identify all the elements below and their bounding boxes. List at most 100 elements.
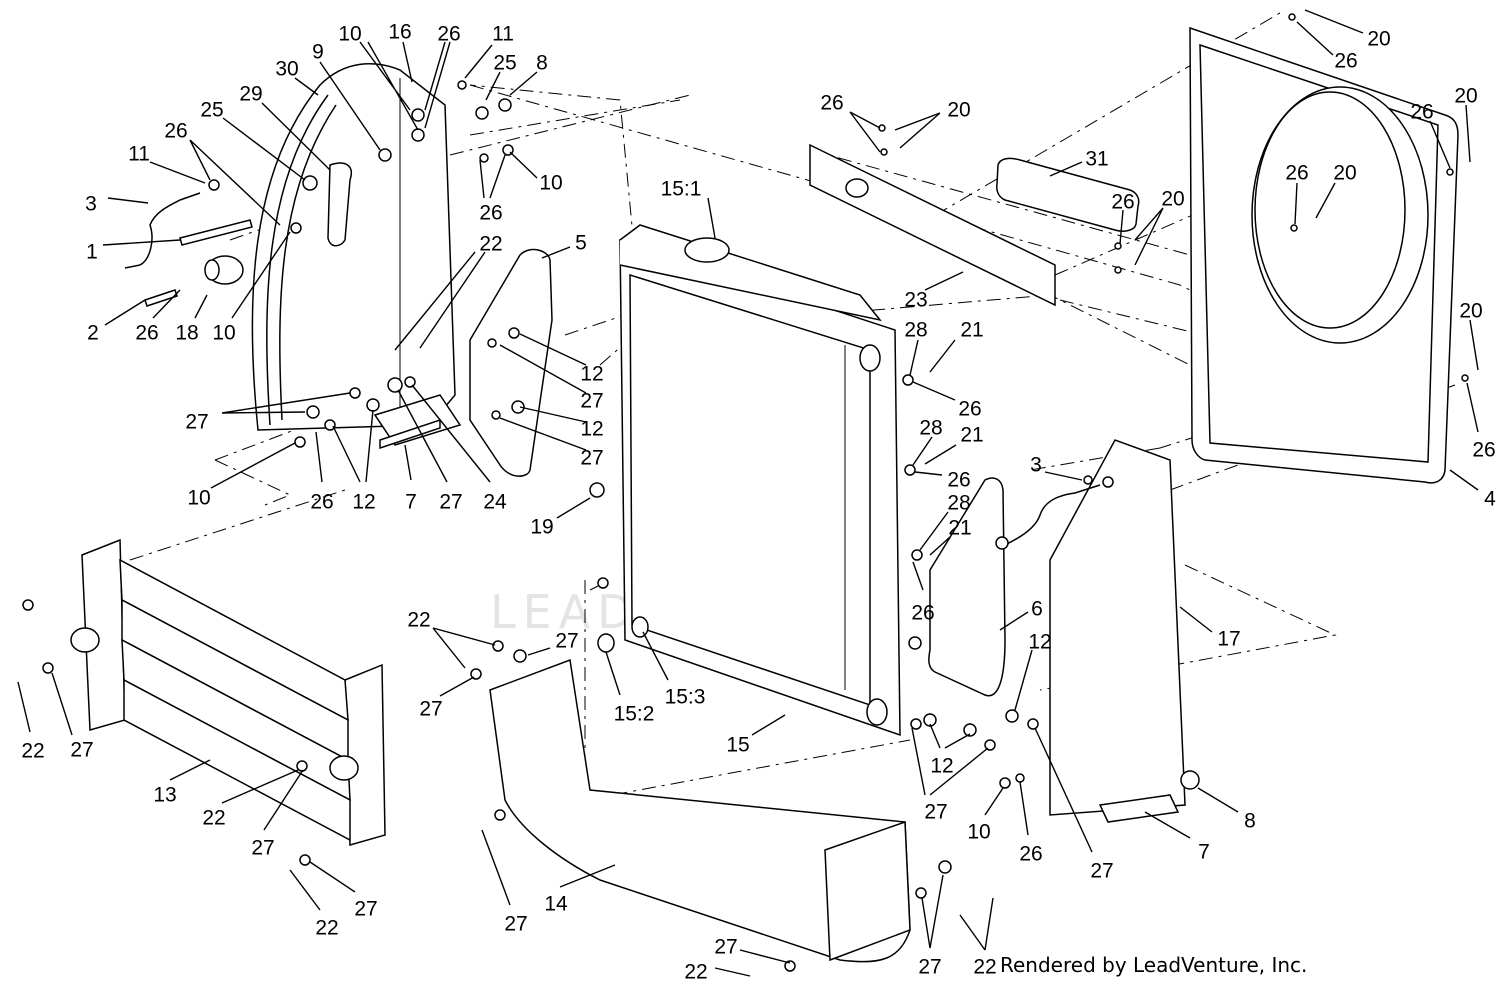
callout-label: 27 [504,913,527,936]
cable-3-left [124,192,201,269]
callout-label: 27 [1090,860,1113,883]
callout-label: 10 [338,23,361,46]
callout-label: 4 [1484,488,1496,511]
callout-label: 26 [1285,162,1308,185]
radiator-15 [619,224,901,737]
callout-label: 27 [714,936,737,959]
callout-label: 20 [1454,85,1477,108]
callout-label: 22 [315,917,338,940]
callout-label: 22 [684,961,707,984]
callout-label: 22 [479,233,502,256]
decal-31 [996,157,1140,232]
callout-label: 27 [419,698,442,721]
callout-label: 21 [948,517,971,540]
callout-label: 27 [185,411,208,434]
callout-label: 15:3 [665,686,706,709]
bracket-6 [928,477,1006,697]
leader-lines [17,9,1479,977]
callout-label: 26 [310,491,333,514]
callout-label: 12 [580,363,603,386]
callout-label: 12 [930,755,953,778]
bushing-18 [144,219,253,307]
callout-label: 27 [251,837,274,860]
callout-label: 20 [1459,300,1482,323]
callout-label: 26 [1334,50,1357,73]
callout-label: 5 [575,232,587,255]
callout-label: 27 [918,956,941,979]
callout-label: 25 [493,52,516,75]
callout-label: 21 [960,319,983,342]
callout-label: 26 [1472,439,1495,462]
callout-label: 29 [239,83,262,106]
bracket-7-left [373,394,462,450]
callout-label: 8 [1244,810,1256,833]
callout-label: 26 [437,23,460,46]
callout-label: 27 [580,447,603,470]
callout-label: 19 [530,516,553,539]
cable-3-right [1004,484,1101,546]
callout-label: 26 [947,469,970,492]
callout-label: 3 [85,193,97,216]
callout-label: 10 [187,487,210,510]
callout-label: 23 [904,289,927,312]
callout-label: 15 [726,734,749,757]
callout-label: 26 [164,120,187,143]
callout-label: 14 [544,893,568,916]
callout-label: 3 [1030,454,1042,477]
callout-label: 1 [86,241,98,264]
callout-label: 26 [911,602,934,625]
callout-label: 28 [947,492,970,515]
callout-label: 20 [1333,162,1356,185]
callout-label: 13 [153,784,176,807]
callout-label: 24 [483,491,507,514]
callout-label: 8 [536,52,548,75]
callout-label: 28 [919,417,942,440]
callout-label: 27 [354,898,377,921]
callout-label: 22 [21,740,44,763]
callout-label: 18 [175,322,198,345]
callout-label: 20 [947,99,970,122]
callout-label: 20 [1367,28,1390,51]
callout-label: 22 [407,609,430,632]
callout-label: 26 [1111,191,1134,214]
drain-plug-15-2 [597,616,649,653]
callout-label: 12 [352,491,375,514]
callout-label: 15:1 [661,178,702,201]
callout-label: 27 [439,491,462,514]
callout-label: 10 [539,172,562,195]
clamp-29 [327,162,352,247]
callout-label: 7 [405,491,417,514]
side-panel-17 [1049,439,1186,823]
callout-label: 21 [960,424,983,447]
callout-label: 11 [128,143,150,166]
callout-label: 26 [820,92,843,115]
callout-label: 6 [1031,598,1043,621]
callout-label: 30 [275,58,298,81]
callout-label: 26 [1019,843,1042,866]
left-shroud-panel [251,63,456,431]
callout-label: 26 [479,202,502,225]
callout-label: 10 [967,821,990,844]
callout-label: 31 [1085,148,1108,171]
callout-label: 27 [924,801,947,824]
callout-label: 11 [492,23,514,46]
callout-label: 15:2 [614,703,655,726]
callout-label: 12 [1028,631,1051,654]
callout-label: 12 [580,418,603,441]
callout-label: 7 [1198,841,1210,864]
callout-label: 22 [202,807,225,830]
callout-label: 16 [388,21,411,44]
callout-label: 26 [958,398,981,421]
render-credit: Rendered by LeadVenture, Inc. [1000,953,1307,977]
callout-label: 27 [555,630,578,653]
callout-label: 10 [212,322,235,345]
callout-label: 27 [70,739,93,762]
lower-shroud-14 [489,658,911,963]
callout-label: 28 [904,319,927,342]
shroud-panel-23 [809,143,1056,307]
callout-label: 17 [1217,628,1240,651]
callout-label: 26 [135,322,158,345]
callout-label: 9 [312,41,324,64]
